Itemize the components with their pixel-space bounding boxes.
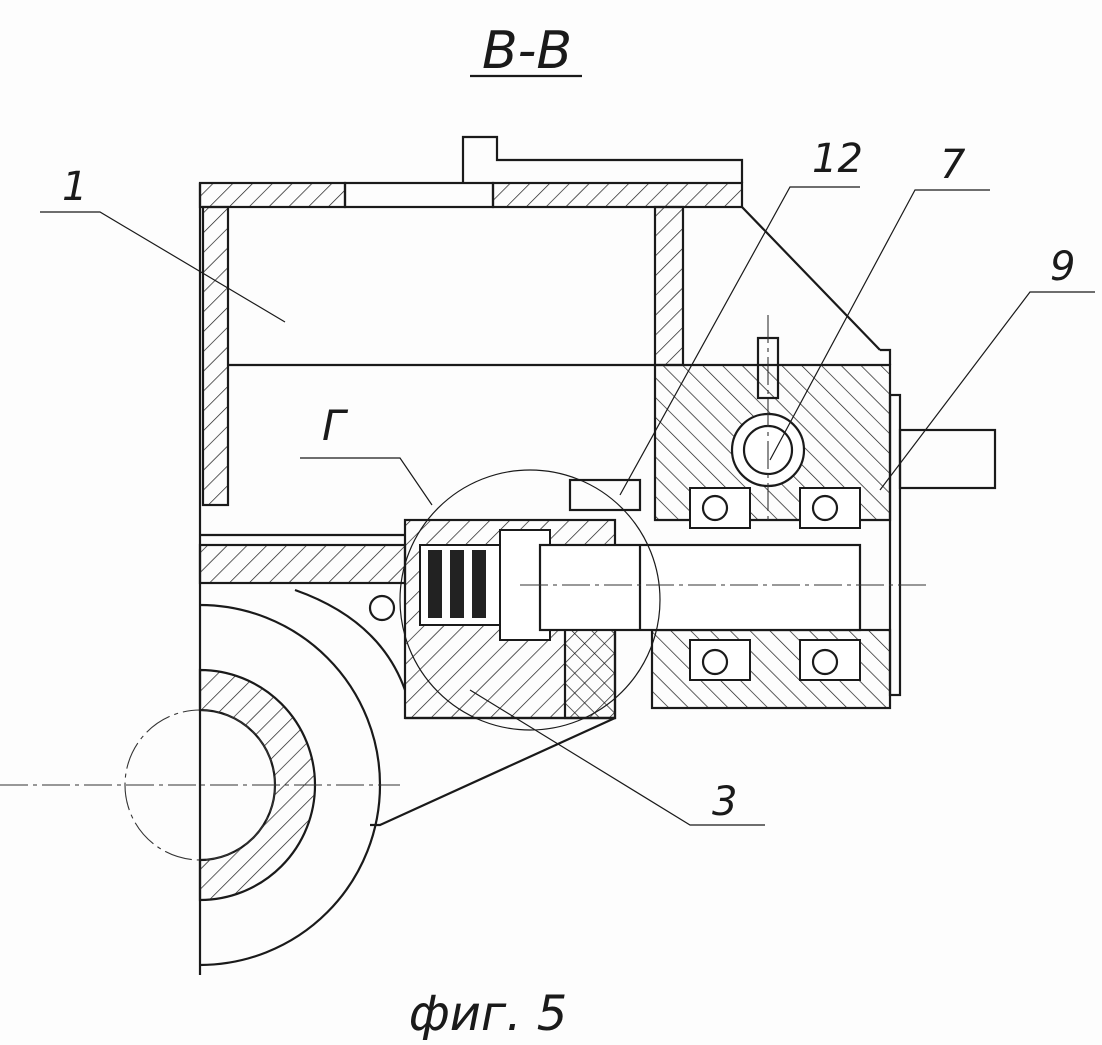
section-title: В-В	[482, 21, 572, 81]
shaft	[540, 545, 860, 630]
bearing-housing	[652, 338, 995, 708]
svg-text:12: 12	[812, 136, 863, 182]
svg-text:9: 9	[1050, 244, 1075, 290]
figure-caption: фиг. 5	[409, 986, 568, 1042]
detail-label-callout: Г	[300, 401, 432, 505]
callout-9: 9	[880, 244, 1095, 490]
wheel	[125, 540, 405, 975]
svg-text:3: 3	[712, 779, 737, 825]
svg-text:1: 1	[62, 164, 87, 210]
svg-text:7: 7	[940, 142, 966, 188]
svg-text:Г: Г	[322, 401, 349, 450]
